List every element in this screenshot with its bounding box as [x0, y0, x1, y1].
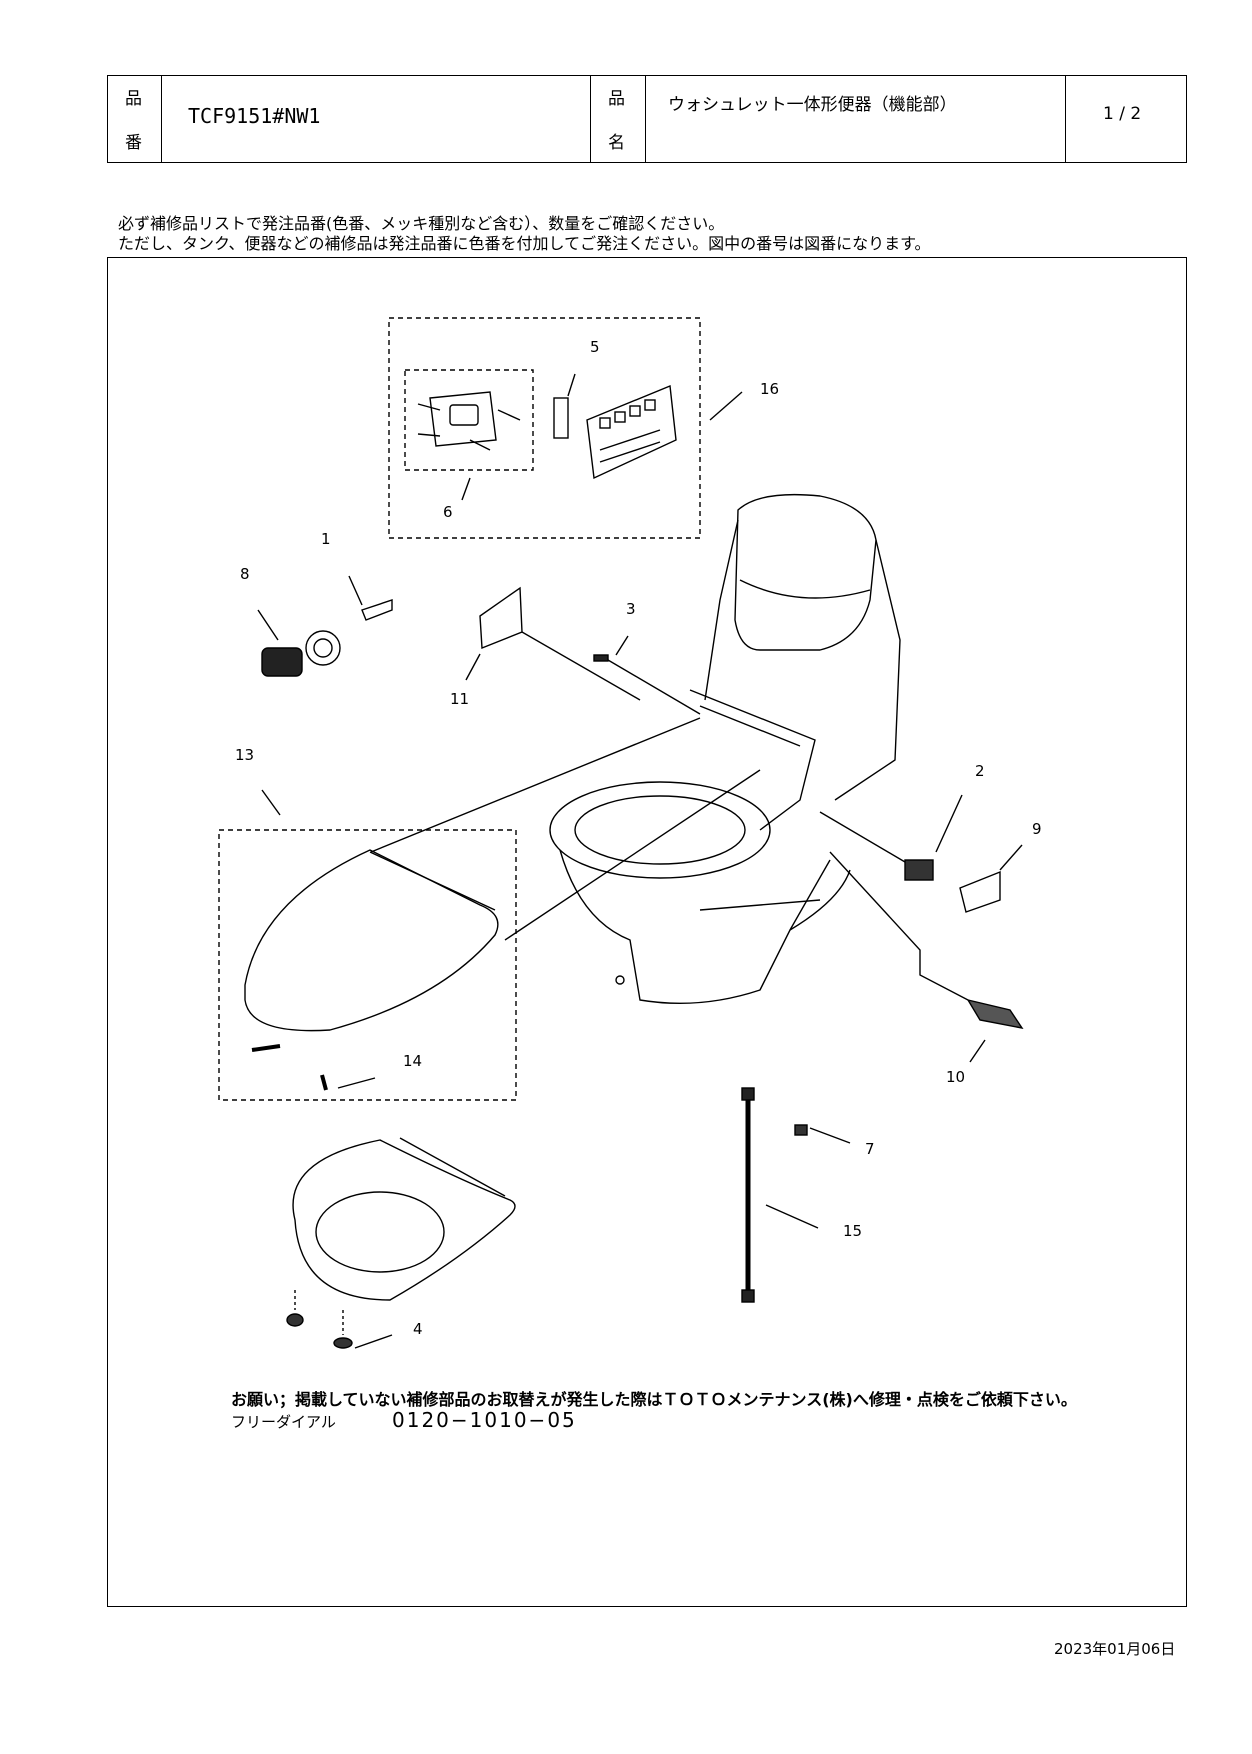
callout-5: 5 [590, 338, 600, 356]
callout-14: 14 [403, 1052, 423, 1070]
title-block: 品 番 TCF9151#NW1 品 名 ウォシュレット一体形便器（機能部） 1 … [107, 75, 1187, 163]
callout-13: 13 [235, 746, 255, 764]
callout-9: 9 [1032, 820, 1042, 838]
lever-part [361, 599, 393, 621]
callout-6: 6 [443, 503, 453, 521]
lid-kit-group [218, 829, 517, 1101]
stop-valve [261, 630, 341, 677]
part-2 [904, 859, 934, 881]
screw [593, 654, 609, 662]
divider [1065, 76, 1066, 162]
repair-request-note: お願い；掲載していない補修部品のお取替えが発生した際はＴＯＴＯメンテナンス(株)… [231, 1390, 1077, 1409]
hinge-pin [251, 1044, 281, 1052]
clip [794, 1124, 808, 1136]
divider [161, 76, 162, 162]
remote-control [586, 385, 677, 480]
callout-7: 7 [865, 1140, 875, 1158]
callout-10: 10 [946, 1068, 966, 1086]
wall-bracket [417, 391, 521, 451]
part-no-label-top: 品 [125, 89, 142, 109]
page-number: 1 / 2 [1103, 104, 1142, 124]
toilet-lid [244, 849, 499, 1032]
hinge-pin [320, 1074, 328, 1091]
callout-3: 3 [626, 600, 636, 618]
toilet-seat [292, 1137, 516, 1301]
product-name: ウォシュレット一体形便器（機能部） [668, 95, 957, 115]
remote-kit-group [388, 317, 701, 539]
part-number: TCF9151#NW1 [188, 104, 321, 128]
name-label-bottom: 名 [608, 133, 625, 153]
callout-2: 2 [975, 762, 985, 780]
callout-1: 1 [321, 530, 331, 548]
callout-16: 16 [760, 380, 780, 398]
callout-4: 4 [413, 1320, 423, 1338]
toilet-unit [549, 493, 901, 1005]
mount-plate [479, 586, 523, 650]
seat-bumper [286, 1313, 304, 1327]
seat-bumper [333, 1337, 353, 1349]
free-dial-label: フリーダイアル [231, 1413, 336, 1431]
battery-cover [553, 397, 569, 439]
free-dial-number: 0120−1010−05 [392, 1408, 577, 1432]
name-label-top: 品 [608, 89, 625, 109]
note-line-1: 必ず補修品リストで発注品番(色番、メッキ種別など含む）、数量をご確認ください。 [118, 214, 725, 233]
diagram-frame [107, 257, 1187, 1607]
part-10 [966, 998, 1024, 1029]
part-9 [959, 870, 1001, 913]
bracket-kit-group [404, 369, 534, 471]
callout-11: 11 [450, 690, 470, 708]
divider [645, 76, 646, 162]
note-line-2: ただし、タンク、便器などの補修品は発注品番に色番を付加してご発注ください。図中の… [118, 234, 931, 253]
callout-8: 8 [240, 565, 250, 583]
part-no-label-bottom: 番 [125, 133, 142, 153]
callout-15: 15 [843, 1222, 863, 1240]
issue-date: 2023年01月06日 [1054, 1640, 1176, 1658]
divider [590, 76, 591, 162]
